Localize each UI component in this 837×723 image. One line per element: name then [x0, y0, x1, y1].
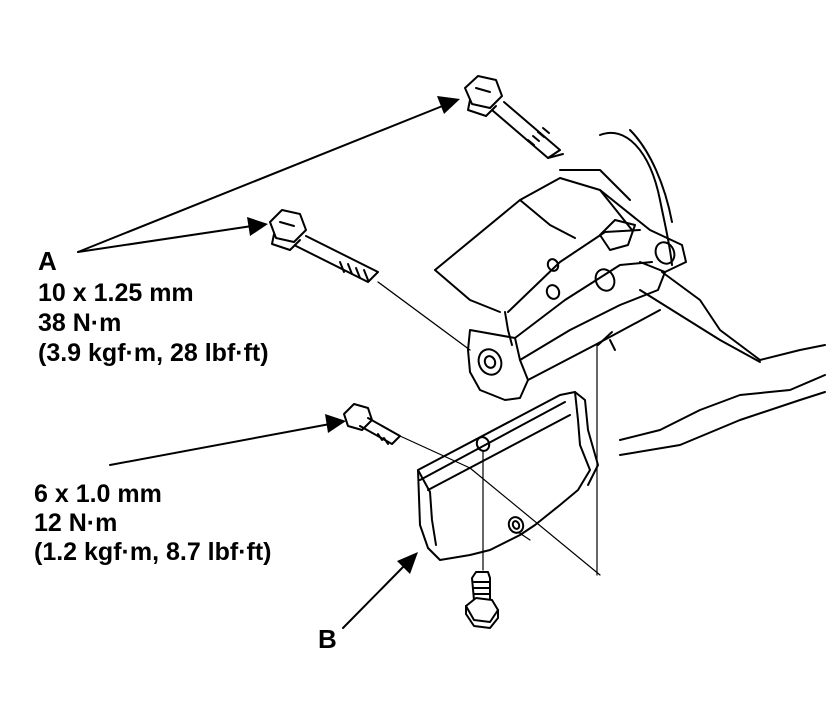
arrowhead-b — [397, 552, 418, 574]
callout-a-torque-alt: (3.9 kgf·m, 28 lbf·ft) — [38, 339, 269, 367]
callout-small-torque-alt: (1.2 kgf·m, 8.7 lbf·ft) — [34, 538, 272, 566]
leader-small-bolt — [109, 423, 331, 466]
mount-bracket — [434, 177, 687, 401]
assembly-guide-lines — [399, 344, 601, 576]
cover-plate-b — [417, 391, 599, 561]
arrowhead-lower-bolt — [247, 217, 268, 236]
arrowhead-upper-bolt — [437, 96, 460, 114]
arrowhead-small-bolt — [325, 414, 346, 433]
callout-a-size: 10 x 1.25 mm — [38, 279, 194, 307]
callout-small-size: 6 x 1.0 mm — [34, 480, 162, 508]
arrowheads — [247, 96, 460, 574]
leader-b — [342, 564, 406, 629]
bolt-a-alignment-line — [377, 281, 471, 351]
callout-small-torque: 12 N·m — [34, 509, 118, 537]
callout-a-letter: A — [38, 246, 57, 276]
callout-leaders — [77, 104, 446, 629]
callout-b-letter: B — [318, 624, 337, 654]
leader-a-to-lower-bolt — [77, 225, 253, 253]
transmission-housing — [559, 129, 826, 456]
bolt-a-upper — [464, 75, 564, 159]
callout-a-torque: 38 N·m — [38, 309, 122, 337]
bolt-a-lower — [269, 209, 379, 283]
bolt-small-upper — [343, 403, 401, 445]
bolt-small-lower — [465, 571, 499, 629]
leader-a-to-upper-bolt — [77, 104, 446, 253]
